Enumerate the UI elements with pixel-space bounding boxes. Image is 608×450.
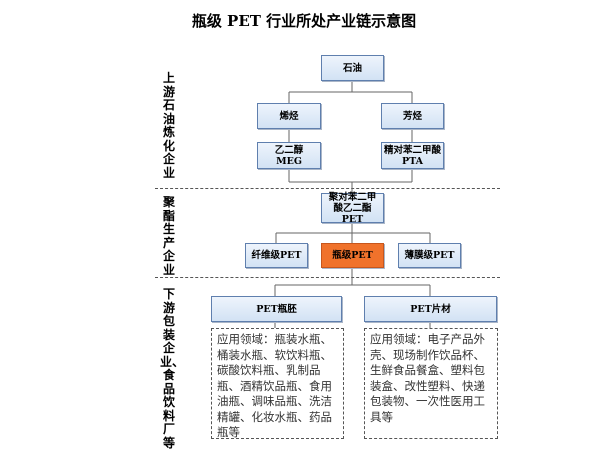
node-label-abbr: MEG [276,155,302,167]
node-pet-sheet: PET片材 [364,296,497,322]
node-petroleum: 石油 [321,55,384,81]
node-label: 聚对苯二甲酸乙二酯PET [328,191,377,225]
node-label: 石油 [342,62,362,74]
node-label-abbr: PTA [401,155,424,167]
section-label-upstream: 上游石油炼化企业 [162,71,175,180]
applications-preform: 应用领域：瓶装水瓶、桶装水瓶、软饮料瓶、碳酸饮料瓶、乳制品瓶、酒精饮品瓶、食用油… [211,328,344,439]
node-label: 瓶级PET [332,250,373,261]
node-pet-bottle-preform: PET瓶胚 [211,296,342,322]
node-bottle-pet: 瓶级PET [321,243,384,268]
section-divider-lower [155,277,500,278]
node-polyester-pet: 聚对苯二甲酸乙二酯PET [321,191,384,225]
node-label: 纤维级PET [251,250,302,261]
node-meg: 乙二醇 MEG [257,142,321,169]
node-label: 烯烃 [279,110,299,122]
applications-sheet: 应用领域：电子产品外壳、现场制作饮品杯、生鲜食品餐盒、塑料包装盒、改性塑料、快递… [364,328,498,439]
applications-text: 应用领域：瓶装水瓶、桶装水瓶、软饮料瓶、碳酸饮料瓶、乳制品瓶、酒精饮品瓶、食用油… [217,332,332,439]
node-aromatic: 芳烃 [381,103,444,129]
node-label: 乙二醇 [274,144,304,156]
node-label: 芳烃 [402,110,422,122]
node-olefin: 烯烃 [257,103,321,129]
diagram-title: 瓶级 PET 行业所处产业链示意图 [191,12,417,30]
section-label-midstream: 聚酯生产企业 [162,195,175,277]
section-label-downstream: 下游包装企业、食品饮料厂等 [160,287,185,450]
section-divider-upper [155,188,500,189]
node-pta: 精对苯二甲酸 PTA [381,142,444,169]
node-fiber-pet: 纤维级PET [245,243,308,268]
applications-text: 应用领域：电子产品外壳、现场制作饮品杯、生鲜食品餐盒、塑料包装盒、改性塑料、快递… [370,332,485,424]
node-label: PET瓶胚 [256,303,297,315]
node-label: PET片材 [410,303,451,315]
node-film-pet: 薄膜级PET [398,243,461,268]
node-label: 精对苯二甲酸 [383,144,441,156]
node-label: 薄膜级PET [404,250,455,261]
